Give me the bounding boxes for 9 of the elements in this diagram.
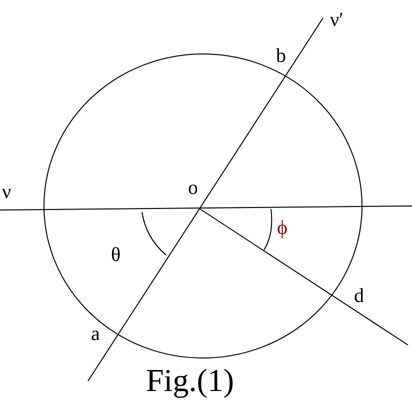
angle-label: θ [111, 245, 121, 265]
line-label: ν′ [330, 10, 344, 30]
point-label: a [91, 324, 100, 344]
line-label: ν [2, 182, 12, 202]
angle-label: ϕ [277, 218, 288, 238]
point-label: d [354, 286, 364, 306]
point-label: o [188, 178, 198, 198]
point-label: b [276, 46, 286, 66]
figure-caption: Fig.(1) [146, 364, 234, 396]
